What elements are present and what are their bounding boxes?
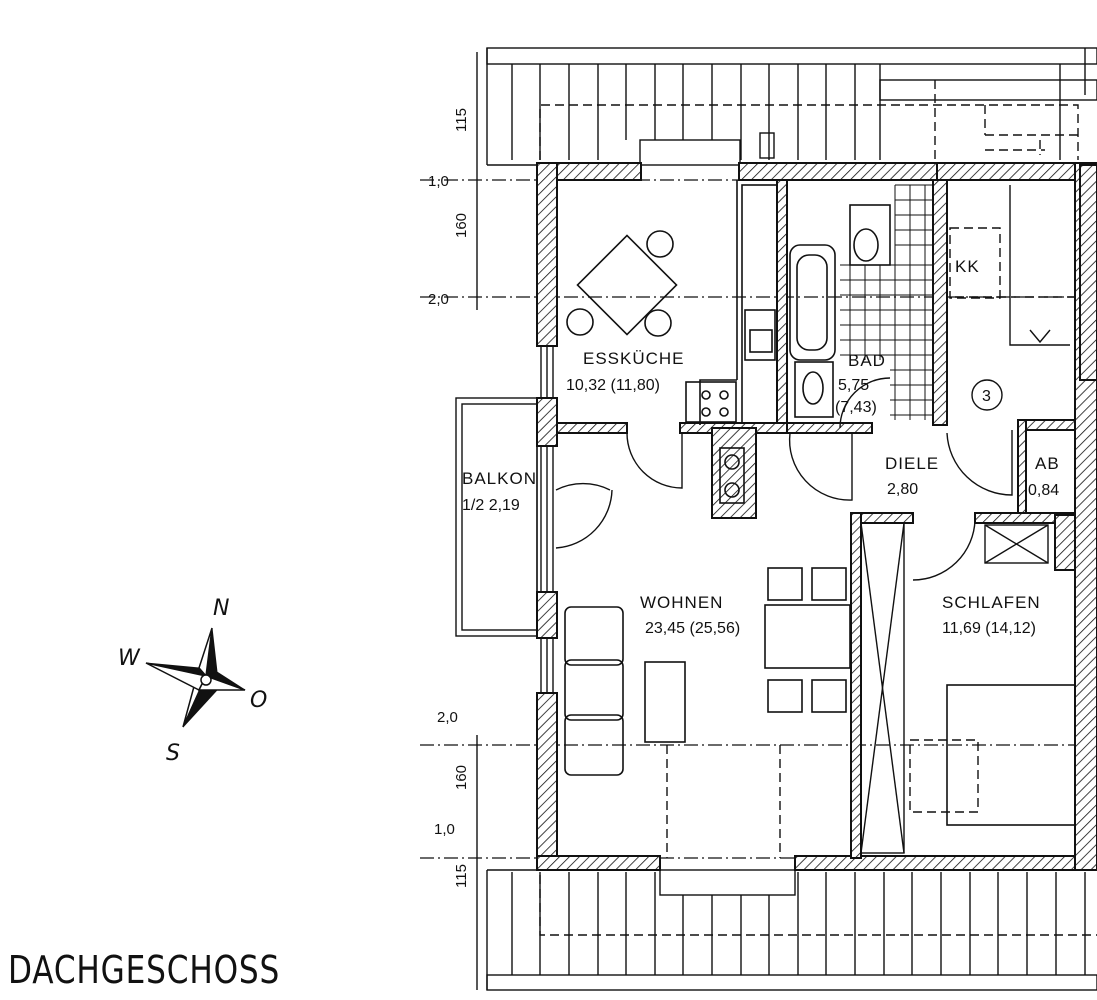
compass-n: N <box>213 596 229 621</box>
stair-marker <box>971 379 1003 411</box>
page-title: DACHGESCHOSS <box>8 948 281 992</box>
dim-bottom-10: 1,0 <box>434 821 455 838</box>
dim-bottom-20: 2,0 <box>437 709 458 726</box>
bath-door <box>839 377 891 429</box>
compass-w: W <box>118 646 141 671</box>
compass-o: O <box>250 688 267 713</box>
dim-top-160: 160 <box>453 213 470 238</box>
room-schlafen-area: 11,69 (14,12) <box>942 620 1036 637</box>
compass-icon <box>145 627 246 728</box>
room-balkon-area: 1/2 2,19 <box>462 497 520 514</box>
wardrobe <box>860 522 1049 854</box>
dimensions-bottom: 2,0 160 1,0 115 <box>434 709 478 990</box>
living-furniture <box>564 567 851 858</box>
bathroom-tiles <box>840 184 933 420</box>
room-wohnen-area: 23,45 (25,56) <box>645 620 740 637</box>
room-ab-label: AB <box>1035 454 1060 473</box>
room-diele-area: 2,80 <box>887 481 918 498</box>
stair-number: 3 <box>982 388 991 405</box>
compass-s: S <box>166 741 180 766</box>
room-schlafen-label: SCHLAFEN <box>942 593 1041 612</box>
dim-bottom-115: 115 <box>453 864 470 888</box>
room-ab-area: 0,84 <box>1028 482 1059 499</box>
schlafen-furniture <box>779 185 1076 858</box>
kitchen-door <box>626 432 683 489</box>
room-bad-label: BAD <box>848 351 886 370</box>
doors <box>555 430 1013 581</box>
dim-bottom-160: 160 <box>453 765 470 790</box>
room-kk-label: KK <box>955 257 980 276</box>
dimensions-top: 115 1,0 160 2,0 <box>428 52 478 310</box>
roof-bottom <box>420 744 1097 991</box>
room-wohnen-label: WOHNEN <box>640 593 723 612</box>
room-balkon-label: BALKON <box>462 469 537 488</box>
room-bad-area: 5,75 <box>838 377 869 394</box>
dim-top-115: 115 <box>453 108 470 132</box>
room-esskueche-label: ESSKÜCHE <box>583 349 685 368</box>
windows <box>540 345 554 694</box>
kitchen-furniture <box>566 180 778 504</box>
room-bad-area2: (7,43) <box>835 399 877 416</box>
room-esskueche-area: 10,32 (11,80) <box>566 377 660 394</box>
walls <box>536 162 1097 871</box>
dim-top-20: 2,0 <box>428 291 449 308</box>
room-diele-label: DIELE <box>885 454 939 473</box>
balcony <box>455 397 538 637</box>
dim-top-10: 1,0 <box>428 173 449 190</box>
